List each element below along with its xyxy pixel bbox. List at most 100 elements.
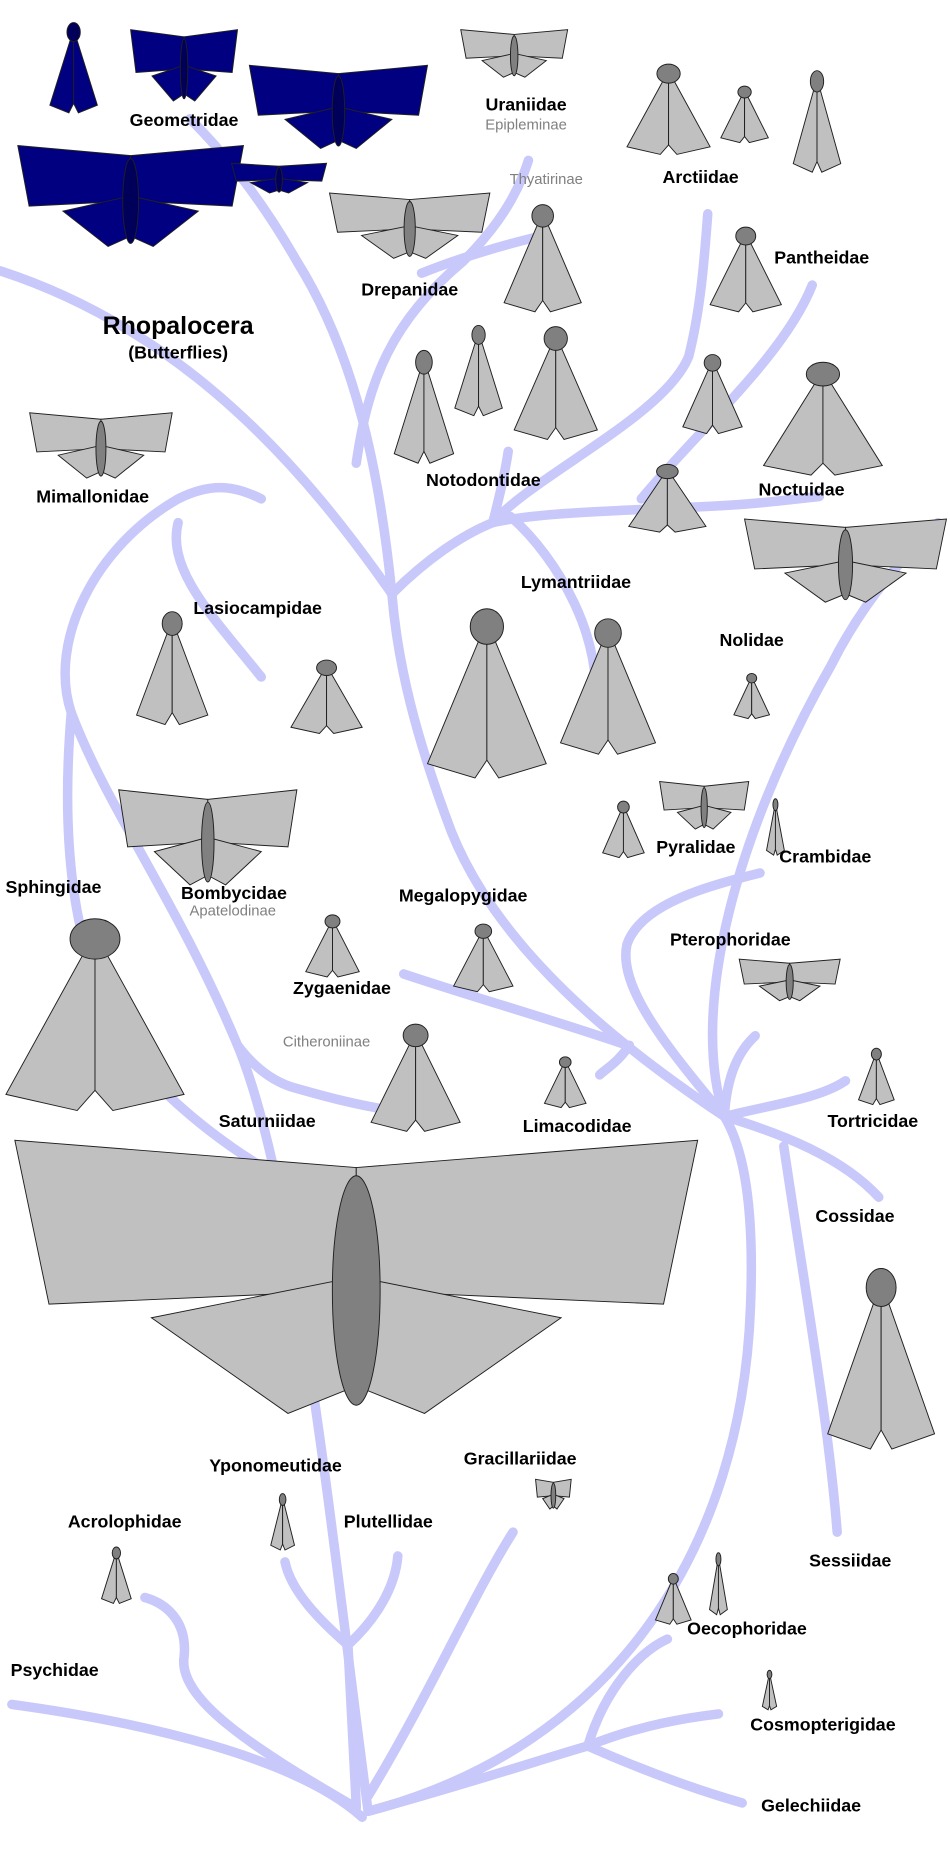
branch (779, 1141, 842, 1537)
moth-head (656, 463, 679, 480)
branch (583, 1634, 673, 1751)
label-geometridae: Geometridae (130, 110, 239, 130)
label-pterophoridae: Pterophoridae (670, 929, 791, 949)
forewing (14, 1139, 357, 1305)
branch (488, 446, 513, 528)
moth-illustration (393, 349, 455, 464)
forewing (100, 412, 173, 453)
branch (594, 1040, 635, 1080)
moth-illustration (720, 85, 770, 144)
label-psychidae: Psychidae (11, 1660, 99, 1680)
moth-illustration (460, 29, 569, 78)
tree-branches (0, 114, 943, 1822)
wing (733, 676, 753, 720)
moth-body (509, 35, 519, 77)
wing (827, 1281, 882, 1450)
label-drepanidae: Drepanidae (361, 280, 458, 300)
forewing (703, 780, 750, 811)
branch (416, 232, 540, 278)
moth-head (805, 361, 841, 387)
moth-head (656, 63, 681, 84)
wing (672, 1577, 692, 1625)
branch (707, 517, 943, 1122)
moth-body (700, 787, 708, 829)
wing (542, 212, 582, 313)
branch (7, 1699, 367, 1822)
moth-head (667, 1572, 679, 1585)
moth-head (161, 611, 183, 636)
wing (543, 1060, 566, 1109)
label-limacodidae: Limacodidae (523, 1116, 632, 1136)
moth-body (837, 529, 854, 601)
forewing (659, 780, 705, 811)
wing (744, 90, 770, 144)
forewing (29, 412, 102, 453)
forewing (17, 144, 132, 207)
branch (719, 1030, 760, 1122)
moth-illustration (5, 918, 185, 1112)
moth-illustration (738, 958, 841, 1002)
moth-head (316, 659, 338, 677)
moth-head (111, 1546, 122, 1560)
label-citheroniinae: Citheroniinae (283, 1034, 370, 1050)
label-butterflies: (Butterflies) (128, 343, 228, 363)
forewing (248, 64, 339, 116)
moth-head (715, 1552, 722, 1567)
moth-illustration (118, 789, 298, 886)
wing (503, 212, 544, 313)
wing (816, 78, 842, 173)
wing (622, 805, 645, 859)
wing (332, 919, 360, 978)
moth-head (543, 326, 568, 351)
moth-head (737, 85, 752, 99)
forewing (738, 958, 791, 985)
label-bombycidae: Bombycidae (181, 883, 287, 903)
moth-body (201, 801, 215, 883)
moth-head (69, 918, 121, 960)
wing (875, 1052, 895, 1106)
moth-head (735, 226, 757, 246)
moth-illustration (248, 64, 429, 150)
moth-head (415, 349, 433, 375)
label-cossidae: Cossidae (815, 1206, 894, 1226)
wing (607, 628, 657, 755)
label-noctuidae: Noctuidae (759, 479, 845, 499)
wing (423, 358, 455, 464)
wing (290, 663, 328, 734)
label-nolidae: Nolidae (720, 630, 784, 650)
wing (822, 368, 884, 476)
moth-head (324, 914, 341, 929)
wing (668, 70, 711, 155)
wing (426, 621, 488, 779)
wing (135, 619, 173, 726)
wing (712, 360, 743, 435)
branch (505, 511, 601, 718)
wing (627, 467, 668, 533)
moth-head (865, 1268, 897, 1307)
forewing (513, 29, 569, 59)
wing (559, 628, 609, 755)
moth-head (772, 798, 779, 812)
moth-illustration (559, 618, 657, 755)
branch (387, 589, 730, 1122)
moth-illustration (762, 361, 884, 476)
label-gelechiidae: Gelechiidae (761, 1795, 861, 1815)
forewing (130, 29, 185, 73)
label-gracillariidae: Gracillariidae (464, 1448, 577, 1468)
moth-illustration (654, 1572, 692, 1625)
label-tortricidae: Tortricidae (827, 1111, 918, 1131)
moth-body (122, 158, 139, 244)
moth-illustration (452, 923, 514, 993)
moth-illustration (328, 192, 491, 259)
branch (621, 868, 765, 1122)
moth-illustrations (5, 22, 948, 1711)
wing (270, 1497, 284, 1551)
moth-illustration (17, 144, 245, 248)
wing (766, 802, 776, 856)
forewing (278, 162, 328, 182)
label-oecophoridae: Oecophoridae (687, 1618, 807, 1638)
label-pantheidae: Pantheidae (774, 248, 869, 268)
forewing (355, 1139, 699, 1305)
moth-head (474, 923, 493, 939)
